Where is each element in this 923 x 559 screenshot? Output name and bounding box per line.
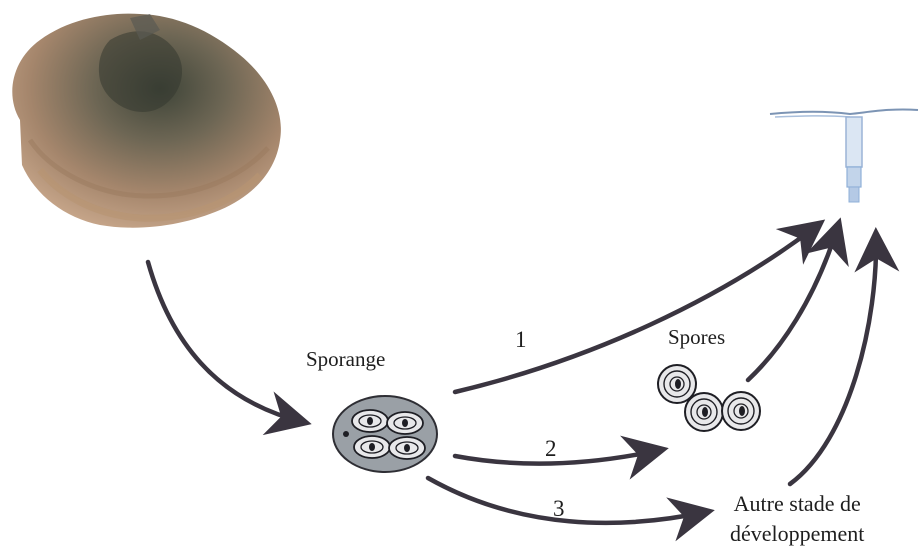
sporangium-spore (352, 410, 388, 432)
host-organism-image (770, 109, 918, 202)
sporangium (333, 396, 437, 472)
spores-label: Spores (668, 325, 725, 350)
arrow-stage-to-host (790, 236, 876, 484)
path-2-label: 2 (545, 436, 557, 462)
sporangium-spore (387, 412, 423, 434)
path-1-label: 1 (515, 327, 527, 353)
sporangium-spore (389, 437, 425, 459)
path-3-label: 3 (553, 496, 565, 522)
spores-cluster (658, 365, 760, 431)
sporange-label: Sporange (306, 347, 385, 372)
spore (722, 392, 760, 430)
other-stage-line-2: développement (730, 519, 864, 549)
other-stage-line-1: Autre stade de (730, 489, 864, 519)
arrow-path-2 (455, 450, 660, 464)
arrow-oyster-to-sporange (148, 262, 303, 422)
other-stage-label: Autre stade de développement (730, 489, 864, 549)
sporangium-spore (354, 436, 390, 458)
spore (658, 365, 696, 403)
arrow-spores-to-host (748, 226, 838, 380)
spore (685, 393, 723, 431)
oyster-shell-image (12, 14, 281, 228)
arrow-path-3 (428, 478, 706, 523)
